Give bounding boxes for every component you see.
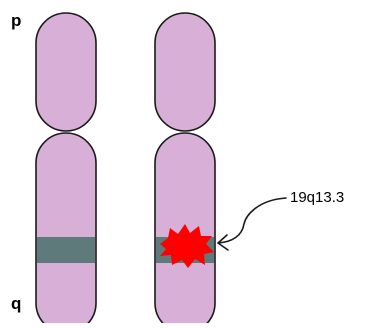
marked-chromosome-p-arm: [154, 12, 216, 132]
locus-label: 19q13.3: [290, 189, 345, 206]
normal-chromosome-q-arm: [35, 132, 97, 328]
q-arm-label: q: [11, 294, 22, 313]
red-starburst-icon: [160, 224, 214, 268]
curved-arrow-icon: [217, 197, 287, 251]
normal-chromosome-band: [37, 237, 95, 263]
marked-chromosome: [154, 12, 216, 328]
normal-chromosome-p-arm: [35, 12, 97, 132]
p-arm-label: p: [11, 11, 22, 30]
normal-chromosome: [35, 12, 97, 328]
